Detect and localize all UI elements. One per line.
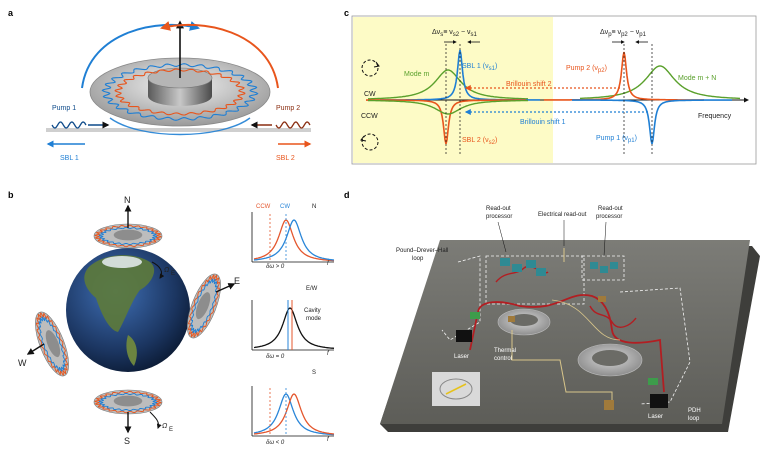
row-n-label: N [312,204,316,210]
pump2-label: Pump 2 [276,105,300,112]
pump1-wave [51,121,87,129]
panel-a: a Pump 1 Pump 2 SBL 1 SBL 2 [8,8,312,162]
mode-m-cw-peak [368,69,528,100]
circulating-waves [101,63,259,121]
mode-m-label: Mode m [404,71,429,78]
panel-d: d [344,190,760,432]
mode-mn-label: Mode m + N [678,75,716,82]
plot-n-ccw-curve [253,219,335,262]
pdh-label-1: Pound–Drever–Hall [396,248,448,254]
east-resonator [187,273,221,339]
ccw-mode-wave [114,68,246,116]
freq-axis-1: f [327,261,330,267]
right-laser-label: Laser [648,414,663,420]
mode-mn-peak [579,65,741,100]
plot-s-cw-curve [253,393,335,436]
south-label: S [124,436,130,446]
pdh-loop-label-1: PDH [688,408,701,414]
panel-b: b N S E W Ω E Ω E CCW CW N δω > 0 E/W Ca… [8,190,335,446]
optical-waveguide [469,294,665,393]
west-resonator [35,311,69,377]
plot-n-cw-curve [253,219,335,261]
waveguide-bus [46,128,311,132]
dvp-label: Δνp≡ νp2 − νp1 [600,29,647,38]
panel-b-label: b [8,190,14,200]
north-label: N [124,195,131,205]
cond-zero-label: δω = 0 [266,354,285,360]
row-ew-label: E/W [306,286,318,292]
omega-label-top: Ω [164,267,170,274]
cw-legend: CW [280,204,290,210]
pdh-label-2: loop [412,256,424,262]
pump2-peak-label: Pump 2 (νp2) [566,65,607,74]
right-readout-label-2: processor [596,214,622,220]
panel-a-label: a [8,8,14,18]
right-laser-chip [650,394,668,408]
south-resonator [93,389,163,415]
thermal-label-1: Thermal [494,348,516,354]
sbl1-peak-label: SBL 1 (νs1) [462,63,497,72]
omega-sub-top: E [171,271,175,277]
left-laser-label: Laser [454,354,469,360]
left-laser-chip [456,330,472,342]
omega-sub-bottom: E [169,427,173,433]
west-label: W [18,358,27,368]
plot-ew-curve [253,307,335,349]
mode-m-ccw-dip [367,99,529,115]
thermal-pad [604,400,614,410]
mode-splitting-plots [251,212,335,437]
ccw-row-label: CCW [361,113,378,120]
row-s-label: S [312,370,316,376]
cw-mode-wave [101,63,259,121]
right-readout-label-1: Read-out [598,206,623,212]
ccw-circulation-arrow [160,21,279,89]
east-label: E [234,276,240,286]
input-output-waves [51,121,311,129]
pump1-label: Pump 1 [52,105,76,112]
pdh-loop-box [441,255,481,341]
brillouin-shift-1-label: Brillouin shift 1 [520,119,566,126]
right-pdh-loop-box [619,287,691,405]
panel-d-label: d [344,190,350,200]
lower-band-highlight [353,17,553,163]
cw-row-label: CW [364,91,376,98]
cavity-mode-line2: mode [306,316,322,322]
electrical-readout-label: Electrical read-out [538,212,587,218]
cond-pos-label: δω > 0 [266,264,285,270]
freq-axis-3: f [327,437,330,443]
ccw-legend: CCW [256,204,271,210]
left-readout-label-1: Read-out [486,206,511,212]
pump2-wave [275,121,311,129]
omega-label-bottom: Ω [162,423,168,430]
electrical-wires [511,248,613,404]
ccw-circulation-icon [361,133,379,151]
freq-axis-2: f [327,351,330,357]
mode-spectra [366,44,741,156]
thermal-label-2: control [494,356,512,362]
frequency-axis-label: Frequency [698,113,732,120]
dvs-label: Δνs≡ νs2 − νs1 [432,29,478,38]
plot-s-ccw-curve [253,393,335,435]
sbl2-peak-label: SBL 2 (νs2) [462,137,497,146]
brillouin-shift-2-label: Brillouin shift 2 [506,81,552,88]
pump1-peak-label: Pump 1 (νp1) [596,135,637,144]
cavity-mode-line1: Cavity [304,308,321,314]
left-readout-label-2: processor [486,214,512,220]
panel-c-label: c [344,8,349,18]
sbl2-label: SBL 2 [276,155,295,162]
sbl1-label: SBL 1 [60,155,79,162]
panel-c: c Frequency Δνs≡ νs2 − νs1 Δνp≡ νp2 − νp… [344,8,757,165]
cw-circulation-icon [361,59,379,77]
pdh-loop-label-2: loop [688,416,700,422]
cond-neg-label: δω < 0 [266,440,285,446]
